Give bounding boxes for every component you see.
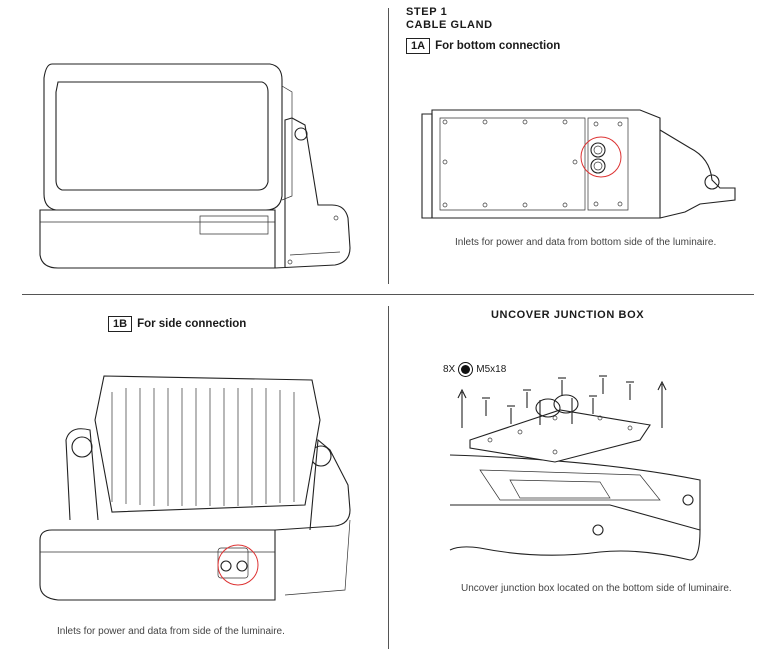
bottom-inlet-highlight xyxy=(580,136,622,178)
screw-spec: M5x18 xyxy=(476,364,507,375)
vertical-divider-bottom xyxy=(388,306,389,649)
screw-count: 8X xyxy=(443,364,456,375)
option-1b-header: 1B For side connection xyxy=(108,316,246,332)
horizontal-divider xyxy=(22,294,754,295)
screw-spec-label: 8X M5x18 xyxy=(443,362,506,377)
option-1a-label: For bottom connection xyxy=(435,40,561,52)
option-1a-badge: 1A xyxy=(406,38,431,54)
option-1a-caption: Inlets for power and data from bottom si… xyxy=(455,237,717,248)
step1-label: STEP 1 xyxy=(406,6,448,18)
step2-caption: Uncover junction box located on the bott… xyxy=(461,583,732,594)
option-1a-header: 1A For bottom connection xyxy=(406,38,560,54)
luminaire-bottom-view xyxy=(421,109,736,219)
step1-title: CABLE GLAND xyxy=(406,19,493,31)
step2-title: UNCOVER JUNCTION BOX xyxy=(491,309,645,321)
step1-heading: STEP 1 CABLE GLAND xyxy=(406,6,493,32)
luminaire-side-view xyxy=(39,375,351,601)
option-1b-label: For side connection xyxy=(137,318,247,330)
option-1b-badge: 1B xyxy=(108,316,133,332)
side-inlet-highlight xyxy=(217,544,259,586)
option-1b-caption: Inlets for power and data from side of t… xyxy=(57,626,285,637)
hex-socket-icon xyxy=(458,362,474,377)
vertical-divider-top xyxy=(388,8,389,284)
junction-box-illustration xyxy=(449,375,701,561)
